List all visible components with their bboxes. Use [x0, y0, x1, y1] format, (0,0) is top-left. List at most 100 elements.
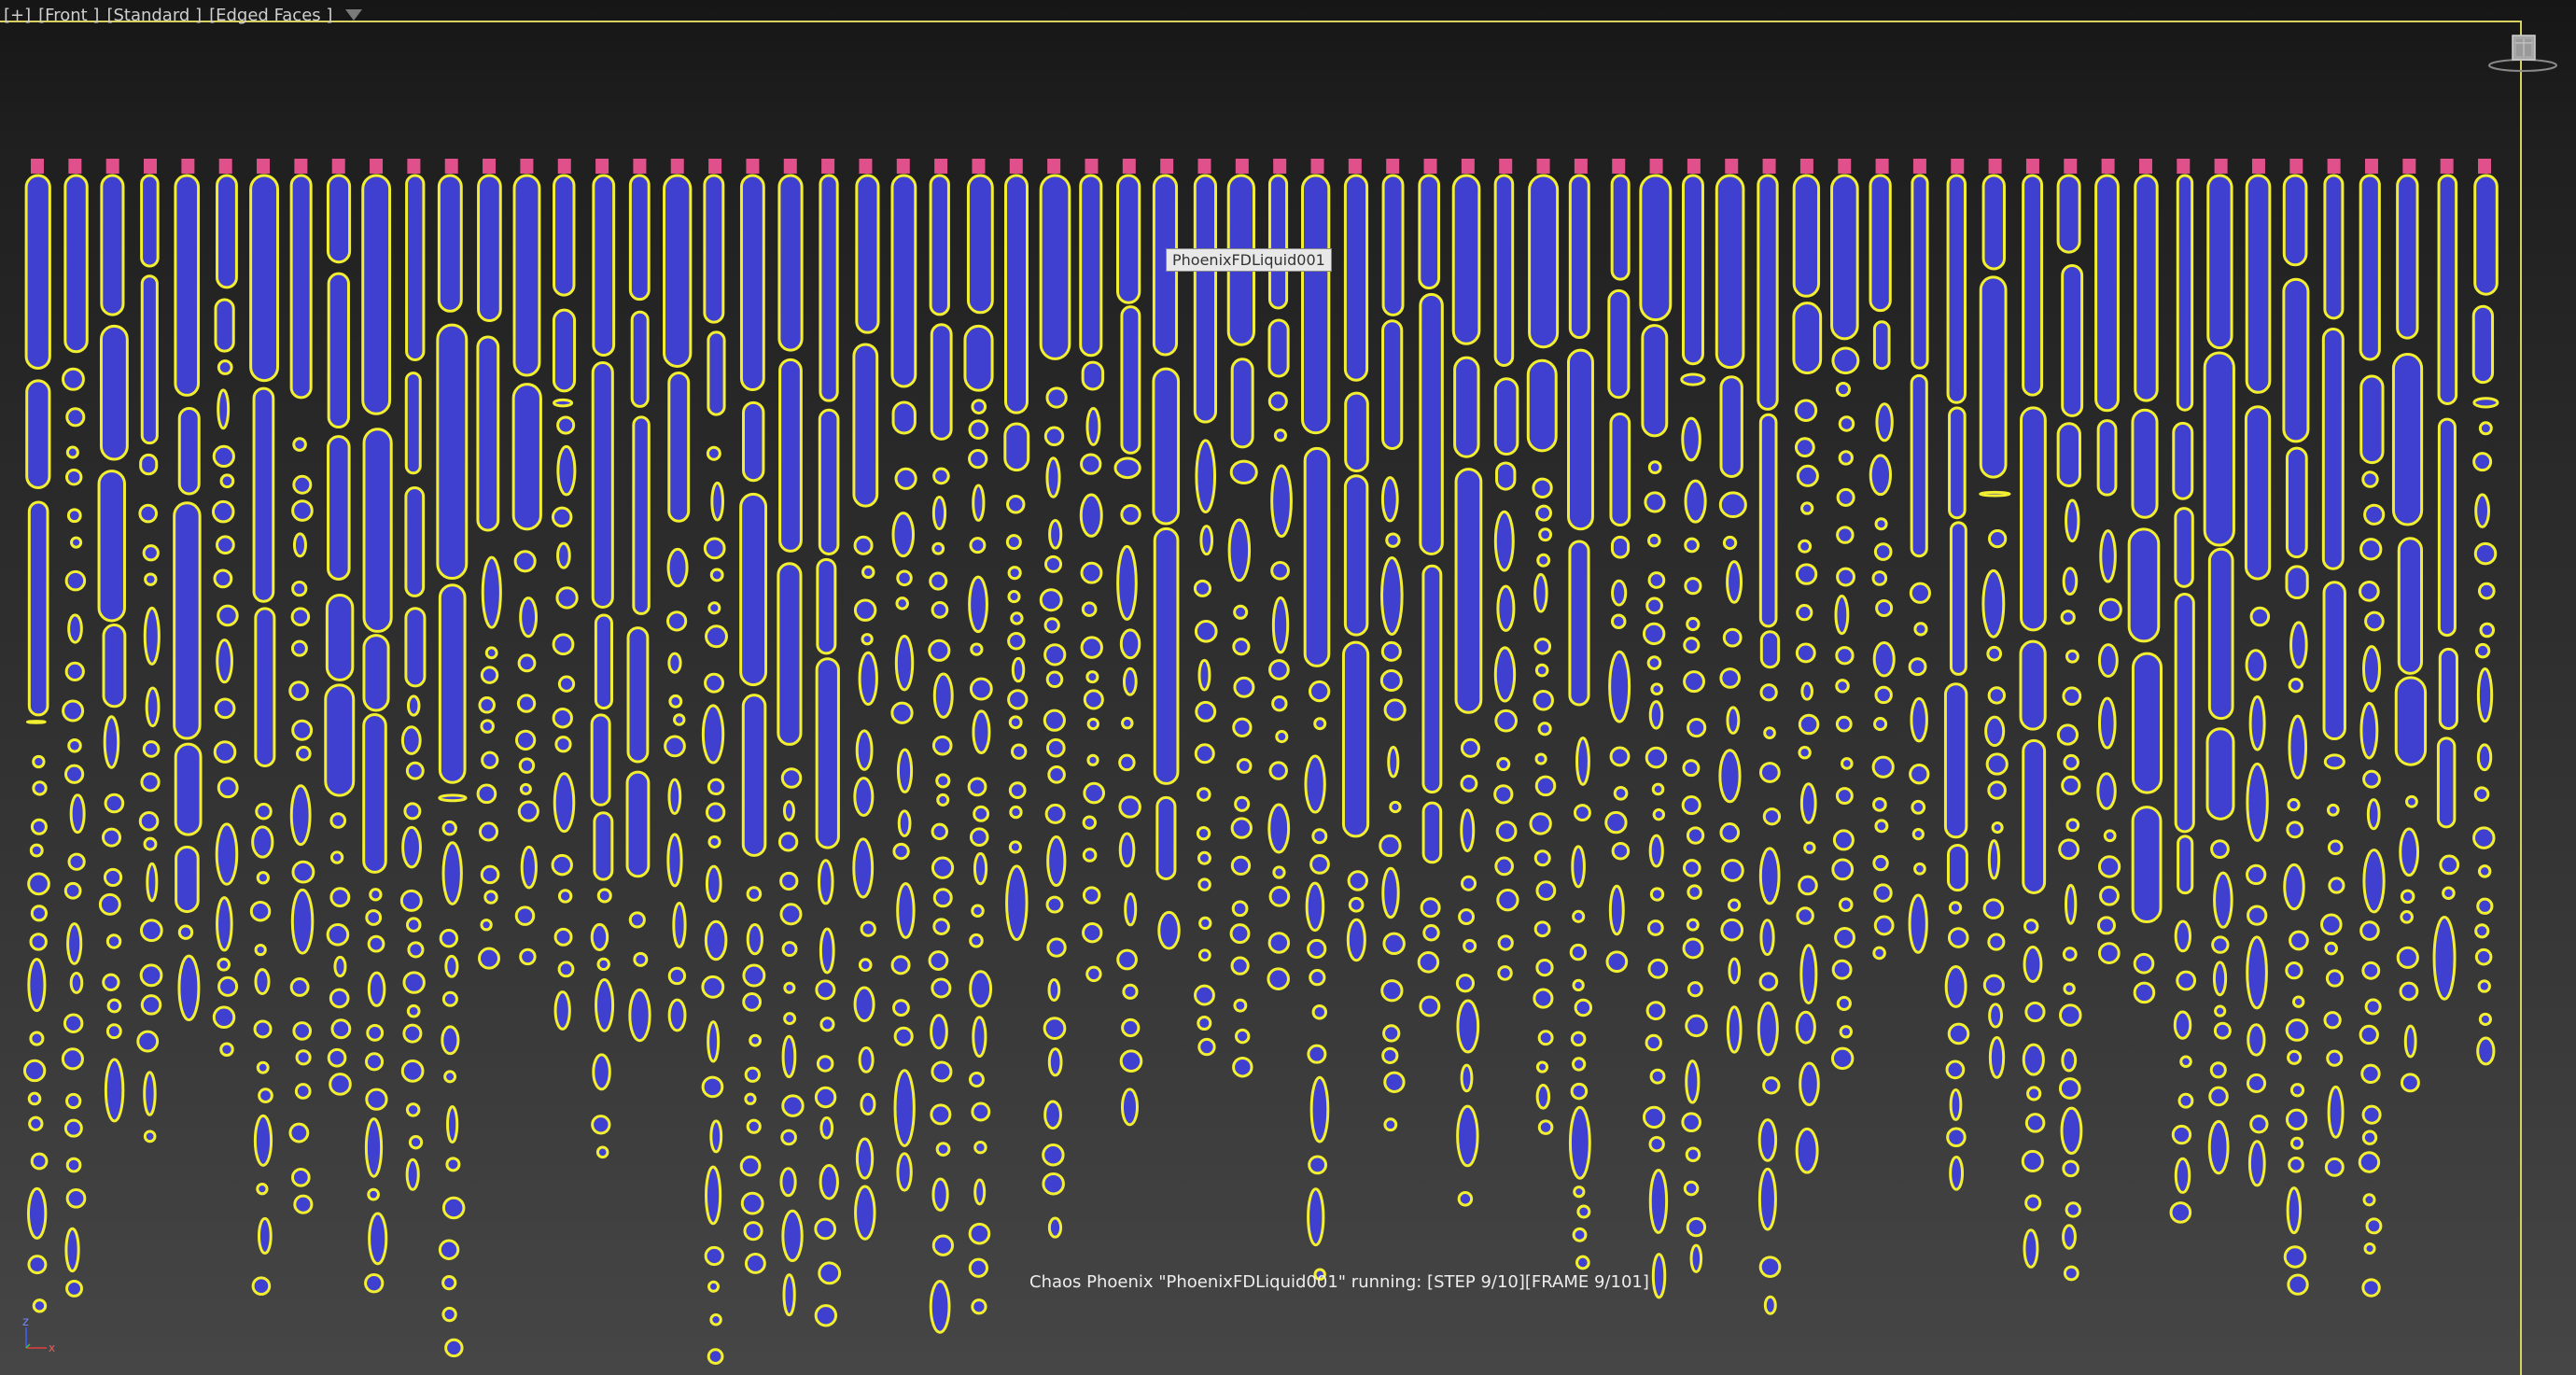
liquid-droplet	[69, 793, 86, 835]
liquid-stream	[1757, 174, 1782, 1315]
liquid-droplet	[481, 751, 499, 769]
liquid-droplet	[1079, 493, 1103, 538]
liquid-droplet	[2065, 883, 2078, 925]
liquid-column-segment	[1567, 348, 1594, 531]
liquid-droplet	[1231, 900, 1249, 918]
liquid-stream	[1152, 174, 1181, 950]
liquid-column-segment	[819, 174, 839, 402]
liquid-droplet	[257, 1216, 273, 1256]
liquid-droplet	[1382, 1024, 1401, 1043]
liquid-droplet	[1537, 1030, 1554, 1046]
liquid-droplet	[1949, 1156, 1965, 1191]
liquid-column-segment	[2203, 351, 2235, 547]
liquid-droplet	[1533, 638, 1552, 655]
liquid-column-segment	[741, 694, 767, 857]
viewcube-icon[interactable]	[2487, 28, 2557, 75]
liquid-droplet	[1682, 859, 1701, 877]
emitter-cap	[2327, 159, 2341, 174]
liquid-droplet	[138, 810, 160, 832]
liquid-droplet	[667, 778, 682, 816]
liquid-column-segment	[2061, 264, 2084, 417]
liquid-column-segment	[1757, 174, 1779, 411]
liquid-droplet	[1008, 781, 1027, 799]
viewport-label-menu[interactable]: [+] [Front ] [Standard ] [Edged Faces ]	[4, 3, 363, 27]
liquid-droplet	[28, 1115, 44, 1131]
liquid-droplet	[749, 1033, 763, 1047]
liquid-droplet	[744, 1252, 766, 1274]
liquid-droplet	[2474, 493, 2490, 528]
liquid-droplet	[1268, 761, 1288, 780]
liquid-droplet	[1642, 622, 1666, 646]
liquid-droplet	[1419, 995, 1441, 1017]
liquid-droplet	[1420, 897, 1441, 919]
liquid-droplet	[1233, 604, 1249, 620]
liquid-droplet	[2363, 1242, 2376, 1256]
liquid-column-segment	[590, 713, 611, 807]
emitter-cap	[2177, 159, 2191, 174]
liquid-stream	[1079, 174, 1106, 983]
emitter-cap	[746, 159, 760, 174]
liquid-column-segment	[362, 428, 393, 633]
liquid-droplet	[2473, 541, 2498, 566]
liquid-droplet	[1383, 1071, 1406, 1093]
liquid-droplet	[2103, 829, 2117, 843]
liquid-droplet	[212, 1005, 236, 1030]
liquid-droplet	[1682, 937, 1704, 960]
liquid-droplet	[2327, 839, 2344, 856]
filter-funnel-icon[interactable]	[345, 9, 363, 21]
liquid-stream	[324, 174, 356, 1096]
viewport-display-menu[interactable]: [Edged Faces ]	[209, 5, 333, 25]
emitter-cap	[1574, 159, 1588, 174]
liquid-droplet	[2213, 1021, 2232, 1040]
liquid-droplet	[143, 1071, 157, 1116]
liquid-droplet	[1463, 938, 1477, 953]
liquid-droplet	[63, 1118, 83, 1138]
liquid-stream	[701, 174, 728, 1366]
liquid-droplet	[1757, 1167, 1777, 1231]
liquid-droplet	[746, 923, 763, 956]
liquid-droplet	[814, 1217, 837, 1241]
liquid-droplet	[1648, 834, 1664, 868]
liquid-droplet	[1831, 959, 1853, 980]
liquid-column-segment	[739, 492, 768, 687]
liquid-column-segment	[63, 174, 89, 354]
liquid-droplet	[1043, 1100, 1062, 1130]
liquid-droplet	[1834, 926, 1855, 948]
liquid-droplet	[32, 1298, 48, 1313]
liquid-droplet	[1985, 752, 2009, 776]
liquid-droplet	[2361, 961, 2381, 980]
liquid-droplet	[1948, 901, 1963, 915]
liquid-droplet	[1198, 916, 1212, 931]
viewport-shading-menu[interactable]: [Standard ]	[106, 5, 203, 25]
liquid-droplet	[1991, 821, 2004, 835]
liquid-droplet	[1873, 883, 1893, 903]
liquid-droplet	[853, 535, 874, 555]
liquid-droplet	[1571, 845, 1586, 889]
liquid-droplet	[1533, 572, 1548, 613]
liquid-column-segment	[2056, 174, 2081, 254]
liquid-droplet	[144, 572, 158, 586]
liquid-droplet	[704, 1245, 724, 1267]
liquid-droplet	[1008, 840, 1022, 854]
viewport-plus-menu[interactable]: [+]	[4, 5, 32, 25]
liquid-droplet	[1118, 832, 1136, 868]
liquid-droplet	[2399, 981, 2419, 1002]
liquid-column-segment	[1381, 319, 1404, 450]
liquid-column-segment	[1344, 391, 1369, 473]
liquid-droplet	[63, 1013, 84, 1033]
liquid-droplet	[892, 842, 910, 861]
liquid-droplet	[368, 1212, 388, 1266]
liquid-droplet	[2328, 877, 2345, 894]
liquid-droplet	[2442, 886, 2456, 901]
viewport-point-of-view-menu[interactable]: [Front ]	[38, 5, 100, 25]
liquid-droplet	[1009, 805, 1023, 820]
emitter-row	[31, 159, 2491, 174]
liquid-droplet	[2399, 827, 2420, 877]
liquid-column-segment	[214, 298, 235, 353]
liquid-droplet	[177, 954, 201, 1022]
liquid-droplet	[441, 1306, 457, 1323]
liquid-droplet	[1982, 974, 2005, 996]
liquid-droplet	[1684, 537, 1700, 554]
